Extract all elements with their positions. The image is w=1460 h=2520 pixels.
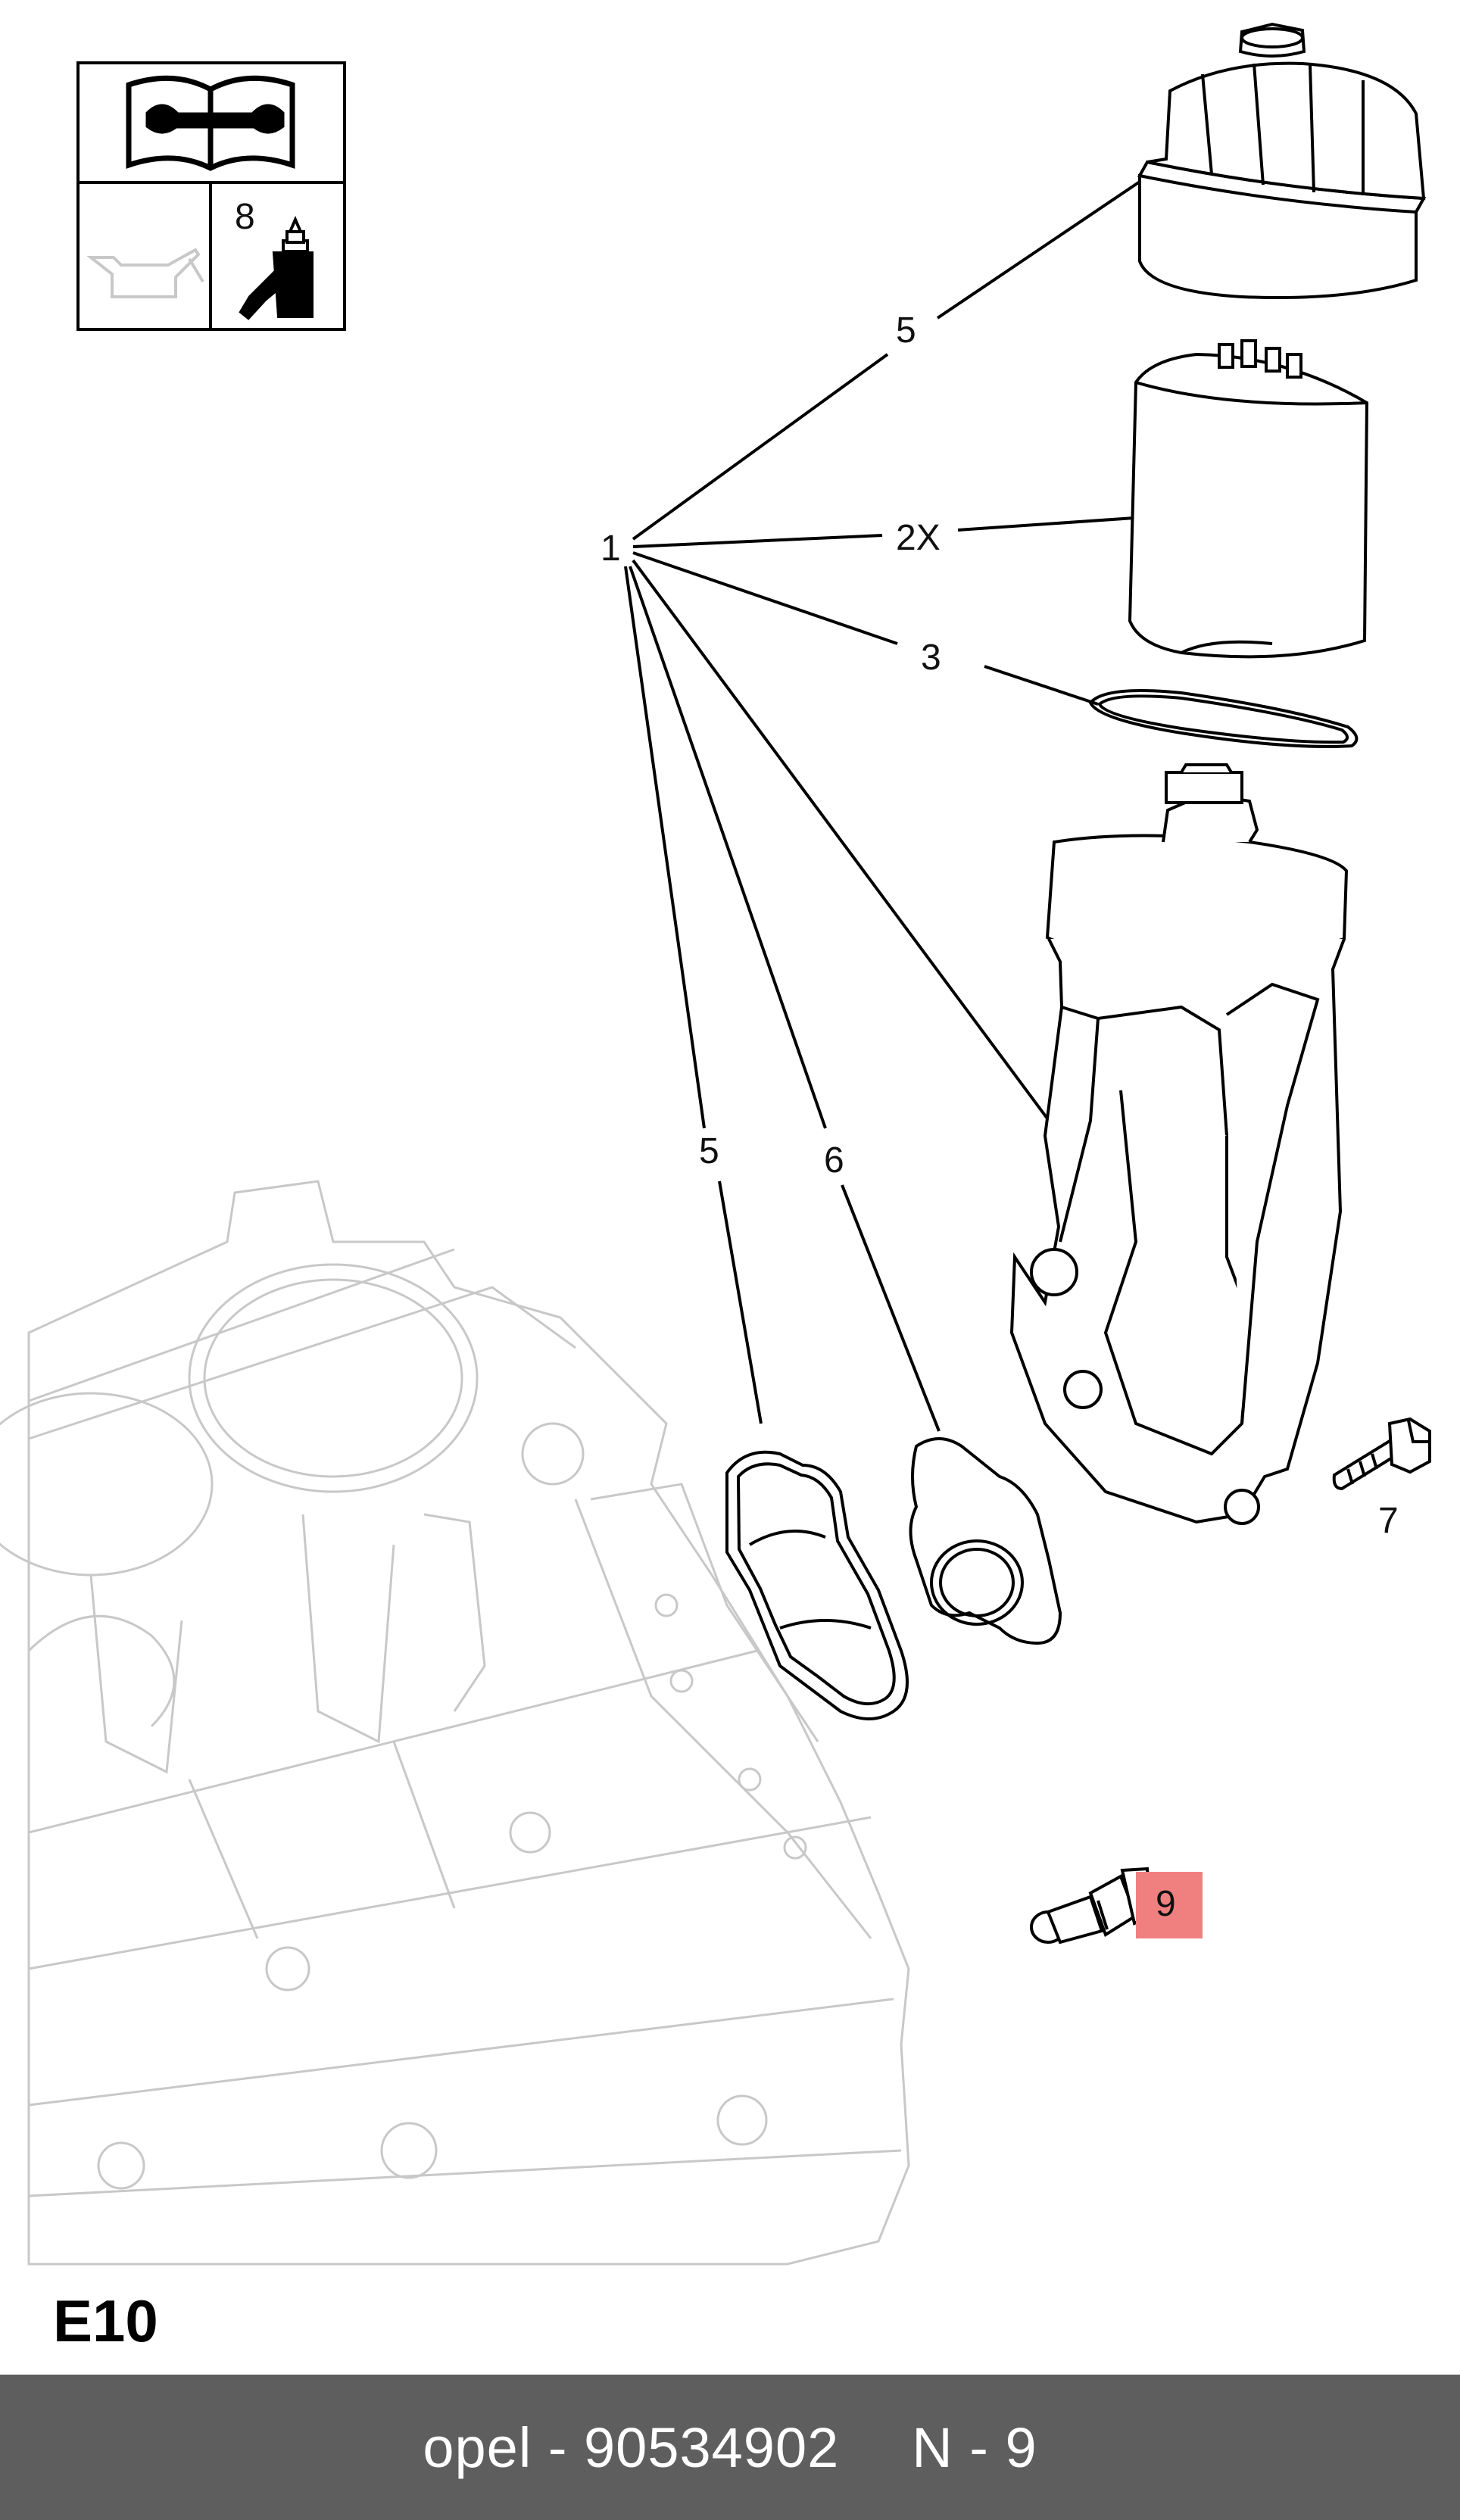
callout-3: 3 [921,638,941,678]
callout-7: 7 [1378,1501,1399,1541]
gasket-6 [909,1437,1062,1645]
manual-wrench-icon [126,75,295,171]
legend-box [76,61,346,331]
oil-can-icon [86,248,204,298]
legend-quantity-label: 8 [235,197,255,237]
position-label: N - 9 [912,2416,1037,2479]
footer-bar: opel - 90534902 N - 9 [0,2375,1460,2520]
highlight-marker [1136,1872,1203,1938]
callout-4: 5 [896,310,916,351]
engine-block-drawing [0,1180,910,2266]
callout-2x: 2X [896,518,941,558]
section-code: E10 [53,2288,158,2354]
callout-9: 9 [1156,1884,1176,1924]
oil-pressure-switch [1030,1867,1153,1945]
leader-lines [624,180,1141,1432]
gasket-5 [725,1450,909,1720]
o-ring [1088,689,1359,748]
brand-part-number: opel - 90534902 [423,2416,840,2479]
adhesive-tube-icon [239,216,314,320]
bolt-7 [1332,1417,1431,1491]
oil-filter-element [1128,339,1369,659]
oil-filter-housing [1009,763,1349,1525]
callout-6: 6 [824,1140,844,1180]
callout-1: 1 [601,529,621,569]
callout-5: 5 [699,1131,719,1171]
oil-filter-cap [1137,22,1427,300]
